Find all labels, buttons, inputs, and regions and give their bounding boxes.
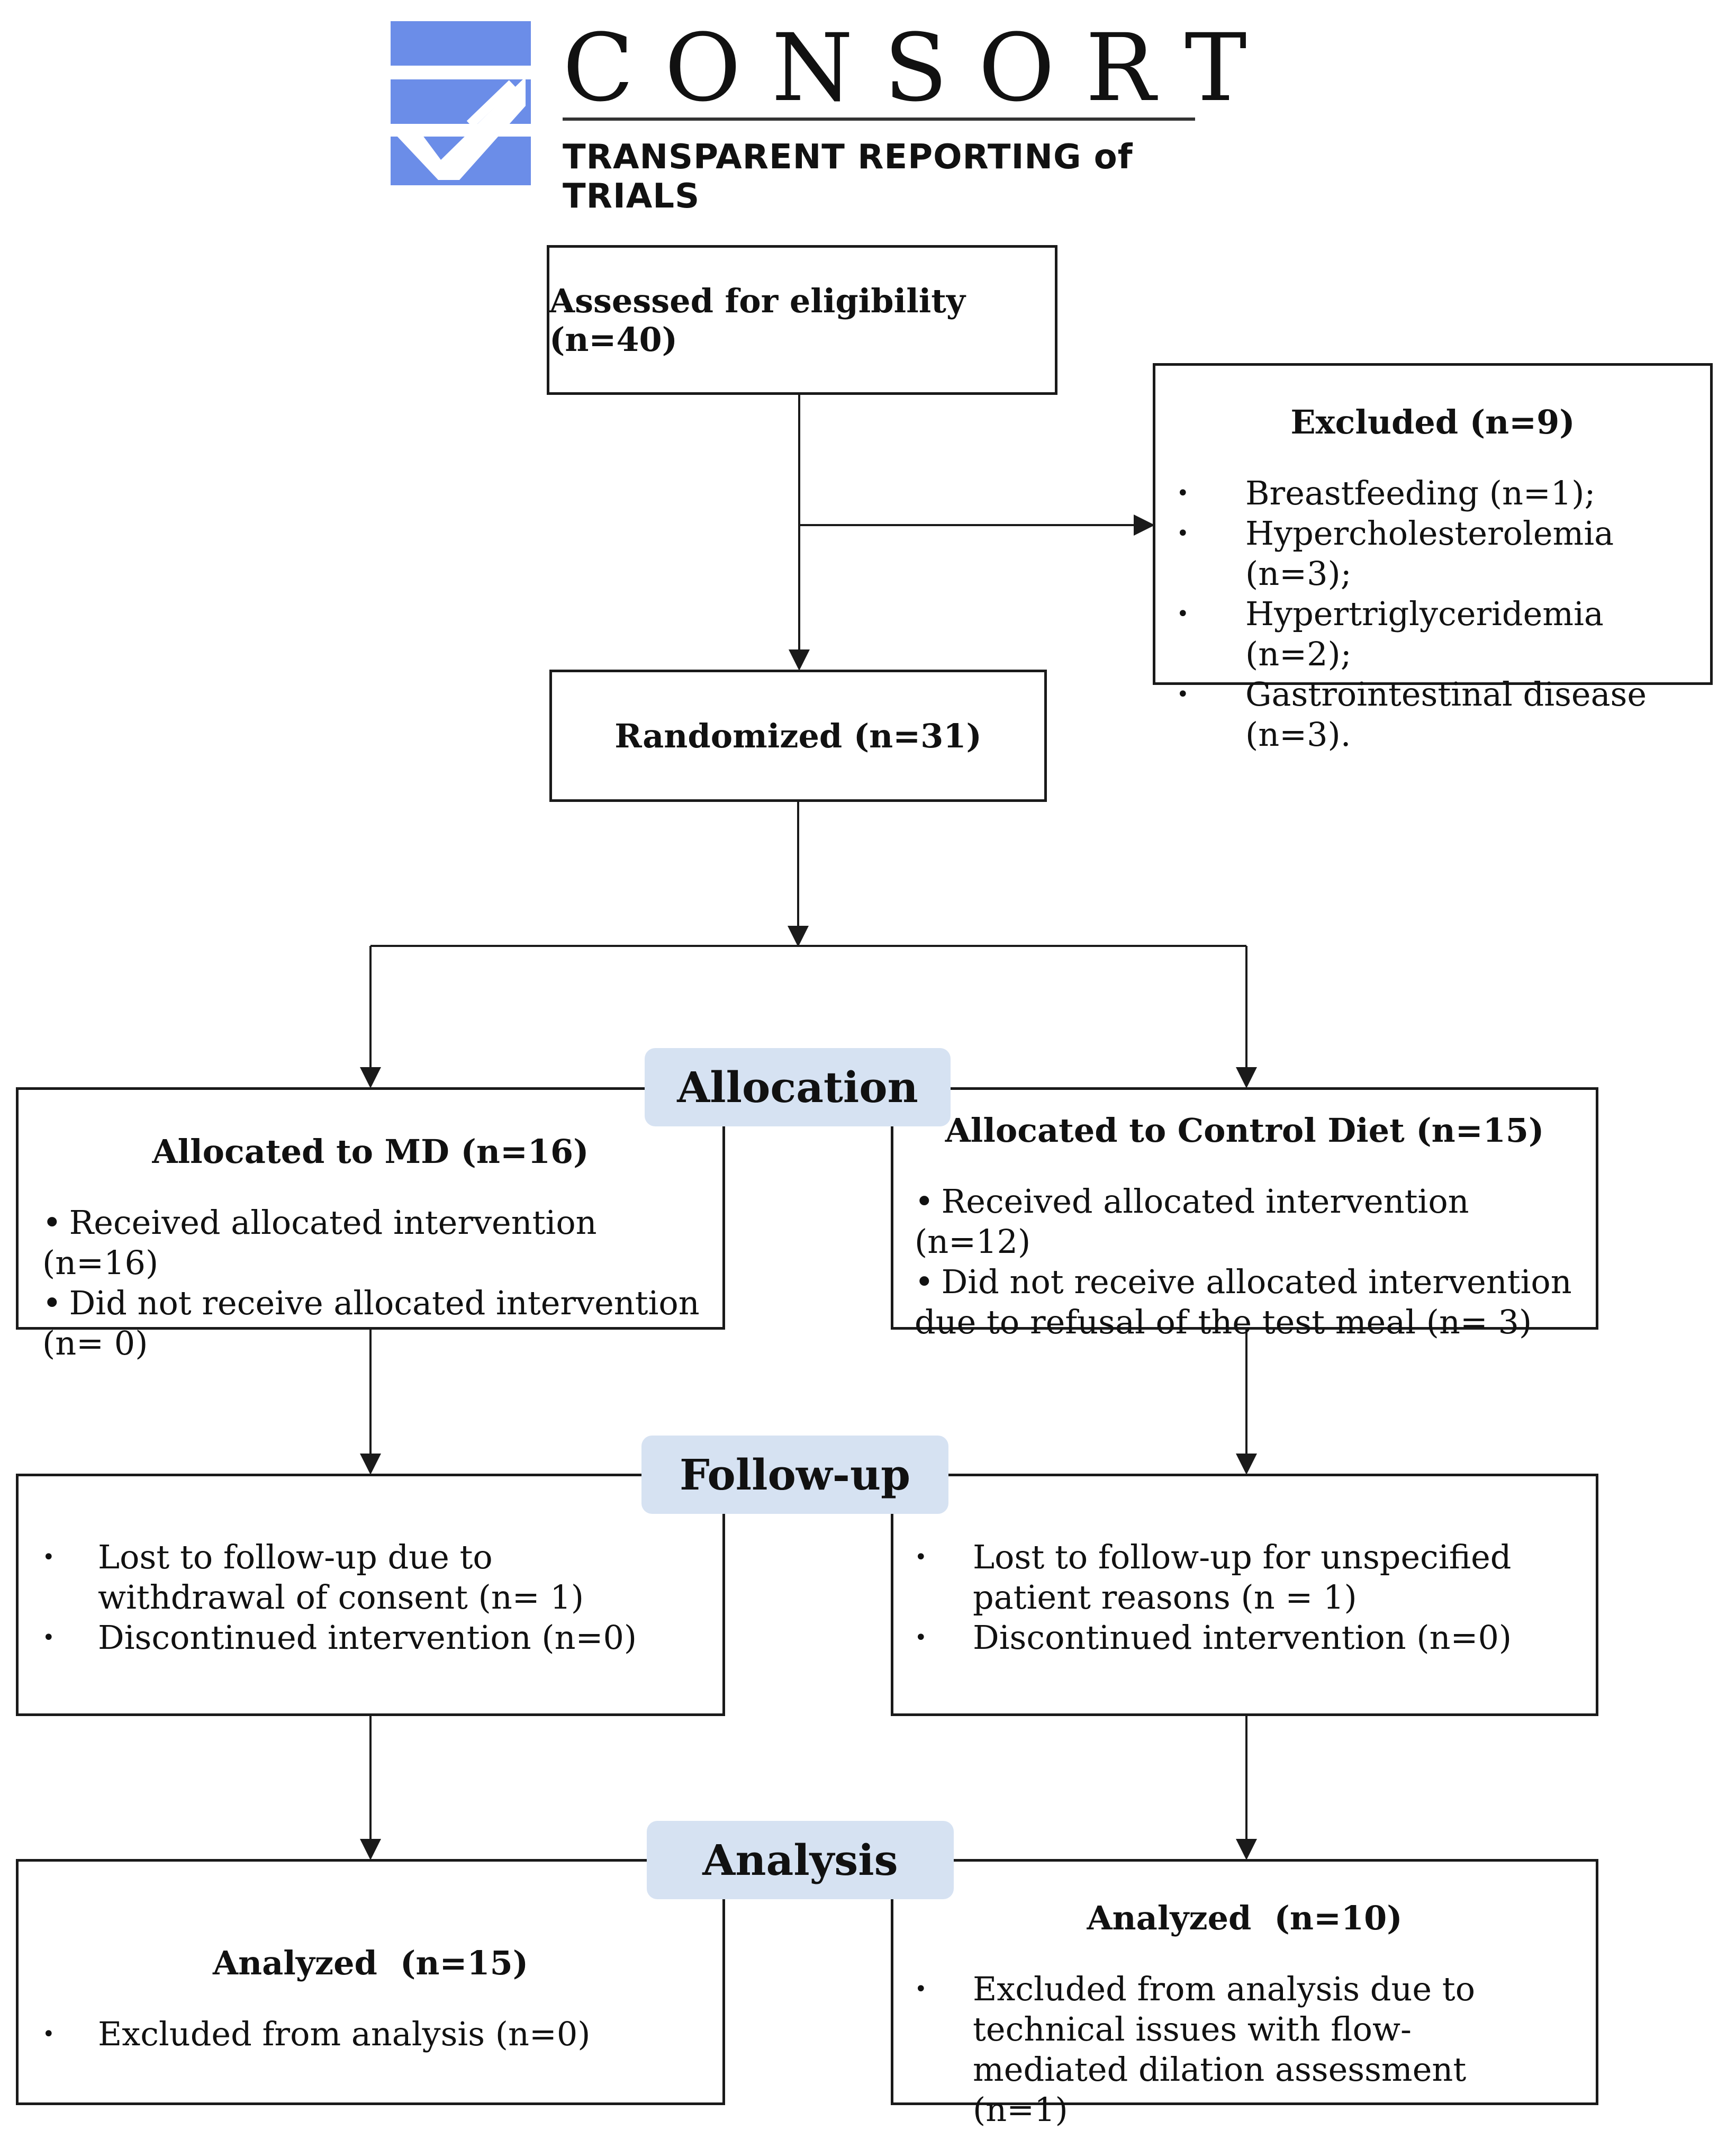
followup-right-list: •Lost to follow-up for unspecified patie… xyxy=(915,1537,1553,1658)
analysis-left-list: •Excluded from analysis (n=0) xyxy=(42,2014,722,2054)
followup-left-box: •Lost to follow-up due to withdrawal of … xyxy=(16,1474,725,1716)
analysis-left-title: Analyzed (n=15) xyxy=(212,1944,529,1982)
analysis-left-box: Analyzed (n=15) •Excluded from analysis … xyxy=(16,1859,725,2105)
list-item: •Breastfeeding (n=1); xyxy=(1177,474,1596,512)
randomized-box: Randomized (n=31) xyxy=(549,670,1047,802)
list-item: •Excluded from analysis (n=0) xyxy=(42,2015,591,2053)
randomized-label: Randomized (n=31) xyxy=(614,716,982,755)
list-item: •Received allocated intervention (n=16) xyxy=(42,1203,597,1282)
allocation-left-title: Allocated to MD (n=16) xyxy=(152,1132,589,1171)
list-item: •Received allocated intervention (n=12) xyxy=(915,1182,1469,1261)
logo-title: CONSORT xyxy=(563,14,1278,122)
stage-followup-label: Follow-up xyxy=(641,1436,948,1514)
analysis-right-box: Analyzed (n=10) •Excluded from analysis … xyxy=(891,1859,1598,2129)
allocation-right-list: •Received allocated intervention (n=12) … xyxy=(915,1181,1575,1342)
list-item: •Discontinued intervention (n=0) xyxy=(915,1618,1512,1657)
allocation-left-list: •Received allocated intervention (n=16) … xyxy=(42,1203,722,1364)
list-item: •Hypercholesterolemia (n=3); xyxy=(1177,514,1614,593)
list-item: •Hypertriglyceridemia (n=2); xyxy=(1177,594,1604,673)
consort-checkmark-icon xyxy=(391,21,531,185)
excluded-title: Excluded (n=9) xyxy=(1290,403,1575,441)
stage-analysis-label: Analysis xyxy=(647,1821,954,1899)
list-item: •Lost to follow-up for unspecified patie… xyxy=(915,1538,1512,1617)
allocation-right-title: Allocated to Control Diet (n=15) xyxy=(945,1111,1544,1150)
list-item: •Excluded from analysis due to technical… xyxy=(915,1970,1476,2129)
list-item: •Did not receive allocated intervention … xyxy=(42,1284,700,1362)
list-item: •Did not receive allocated intervention … xyxy=(915,1262,1572,1341)
list-item: •Lost to follow-up due to withdrawal of … xyxy=(42,1538,584,1617)
assessed-box: Assessed for eligibility (n=40) xyxy=(547,245,1057,395)
followup-left-list: •Lost to follow-up due to withdrawal of … xyxy=(42,1537,670,1658)
allocation-left-box: Allocated to MD (n=16) •Received allocat… xyxy=(16,1087,725,1362)
list-item: •Gastrointestinal disease (n=3). xyxy=(1177,675,1647,754)
logo-divider xyxy=(563,118,1195,121)
consort-logo: CONSORT TRANSPARENT REPORTING of TRIALS xyxy=(391,14,1247,216)
analysis-right-title: Analyzed (n=10) xyxy=(1087,1899,1403,1937)
excluded-list: •Breastfeeding (n=1); •Hypercholesterole… xyxy=(1177,473,1710,755)
logo-subtitle: TRANSPARENT REPORTING of TRIALS xyxy=(563,138,1133,216)
allocation-right-box: Allocated to Control Diet (n=15) •Receiv… xyxy=(891,1087,1598,1341)
list-item: •Discontinued intervention (n=0) xyxy=(42,1618,637,1657)
stage-allocation-label: Allocation xyxy=(645,1048,951,1126)
analysis-right-list: •Excluded from analysis due to technical… xyxy=(915,1969,1553,2130)
excluded-box: Excluded (n=9) •Breastfeeding (n=1); •Hy… xyxy=(1153,363,1713,754)
followup-right-box: •Lost to follow-up for unspecified patie… xyxy=(891,1474,1598,1716)
assessed-label: Assessed for eligibility (n=40) xyxy=(549,281,965,359)
